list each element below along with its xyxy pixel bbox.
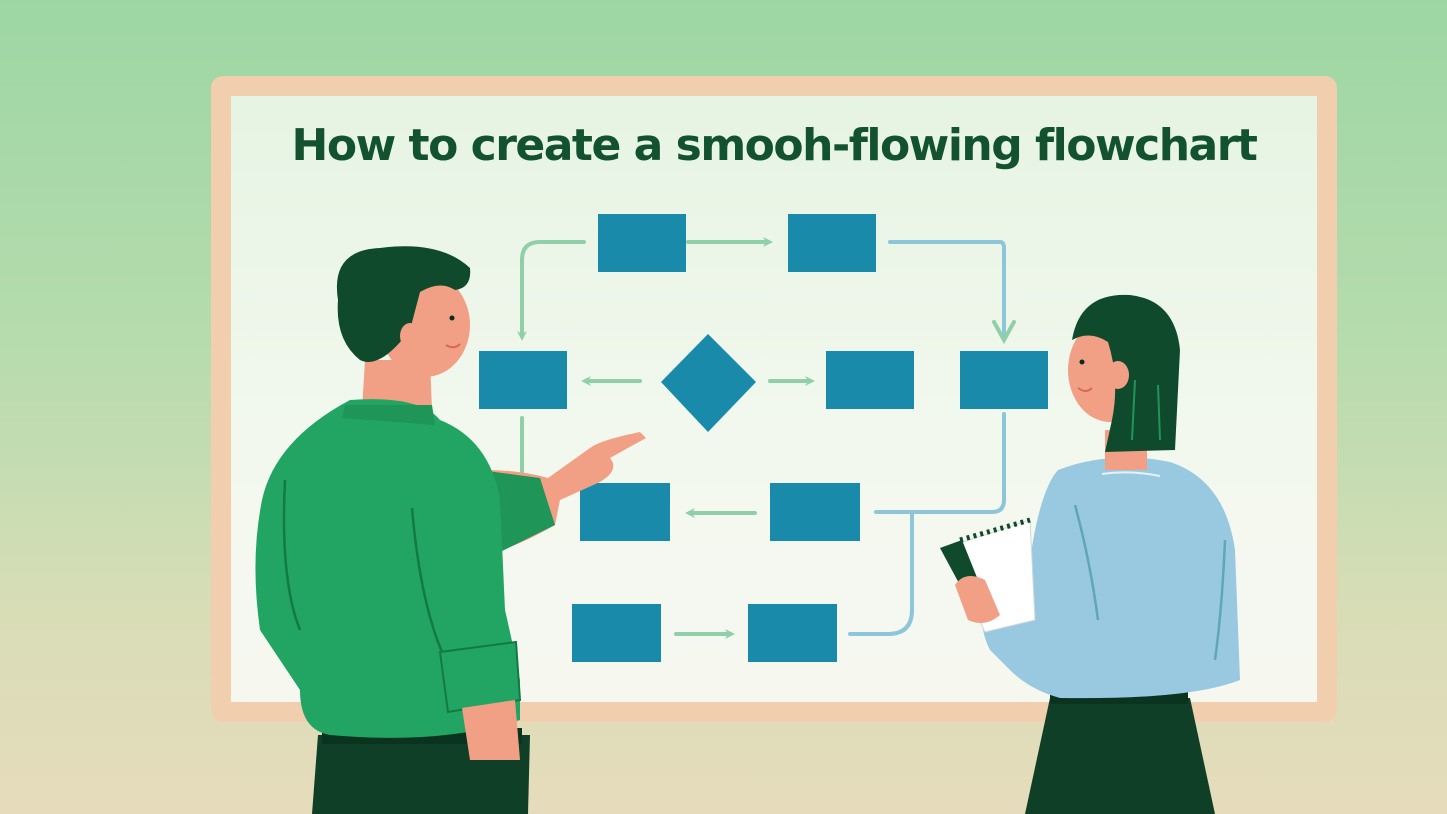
flowchart-nodes <box>479 214 1048 662</box>
decision-node <box>661 334 756 432</box>
flow-node <box>748 604 837 662</box>
flow-node <box>580 483 670 541</box>
whiteboard-title: How to create a smooh-flowing flowchart <box>291 120 1258 171</box>
flow-node <box>788 214 876 272</box>
man-figure <box>255 246 646 814</box>
flow-node <box>960 351 1048 409</box>
flowchart-connectors <box>517 237 1016 639</box>
flow-node <box>598 214 686 272</box>
flow-node <box>770 483 860 541</box>
flow-node <box>826 351 914 409</box>
flow-node <box>572 604 661 662</box>
flow-node <box>479 351 567 409</box>
woman-figure <box>940 294 1240 814</box>
